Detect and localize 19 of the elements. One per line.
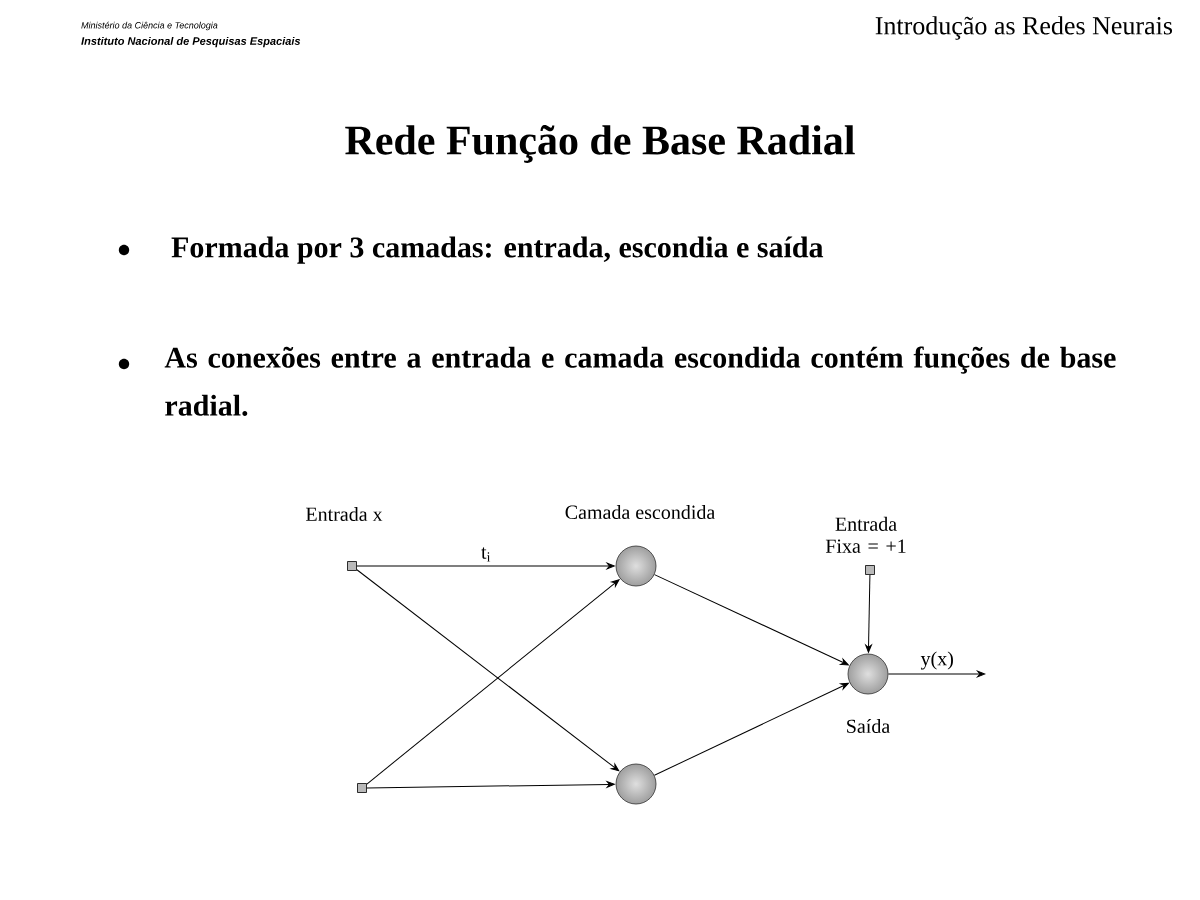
node-caption: Saída: [847, 718, 890, 734]
input-square: [357, 783, 367, 793]
input-label: Entrada x: [305, 506, 383, 522]
bullet-text: Formada por 3 camadas: entrada, escondia e saída: [171, 236, 824, 264]
edge-label: y(x): [918, 649, 956, 672]
node-caption: Entrada Fixa = +1: [825, 516, 906, 553]
header-text: Introdução as Redes Neurais: [875, 16, 1173, 40]
arrow: [654, 574, 849, 666]
layer-label: Camada escondida: [565, 504, 715, 520]
title: Rede Função de Base Radial: [345, 125, 855, 163]
neuron-circle: [615, 763, 657, 805]
bullet-text: As conexões entre a entrada e camada escondida contém funções de base radial.: [164, 346, 1116, 416]
arrow: [366, 781, 615, 789]
edge-label: t$_{i}$: [479, 545, 494, 564]
arrow: [356, 562, 615, 570]
arrow: [865, 574, 872, 653]
input-square: [347, 561, 357, 571]
arrow: [887, 670, 986, 678]
arrow: [653, 682, 849, 776]
